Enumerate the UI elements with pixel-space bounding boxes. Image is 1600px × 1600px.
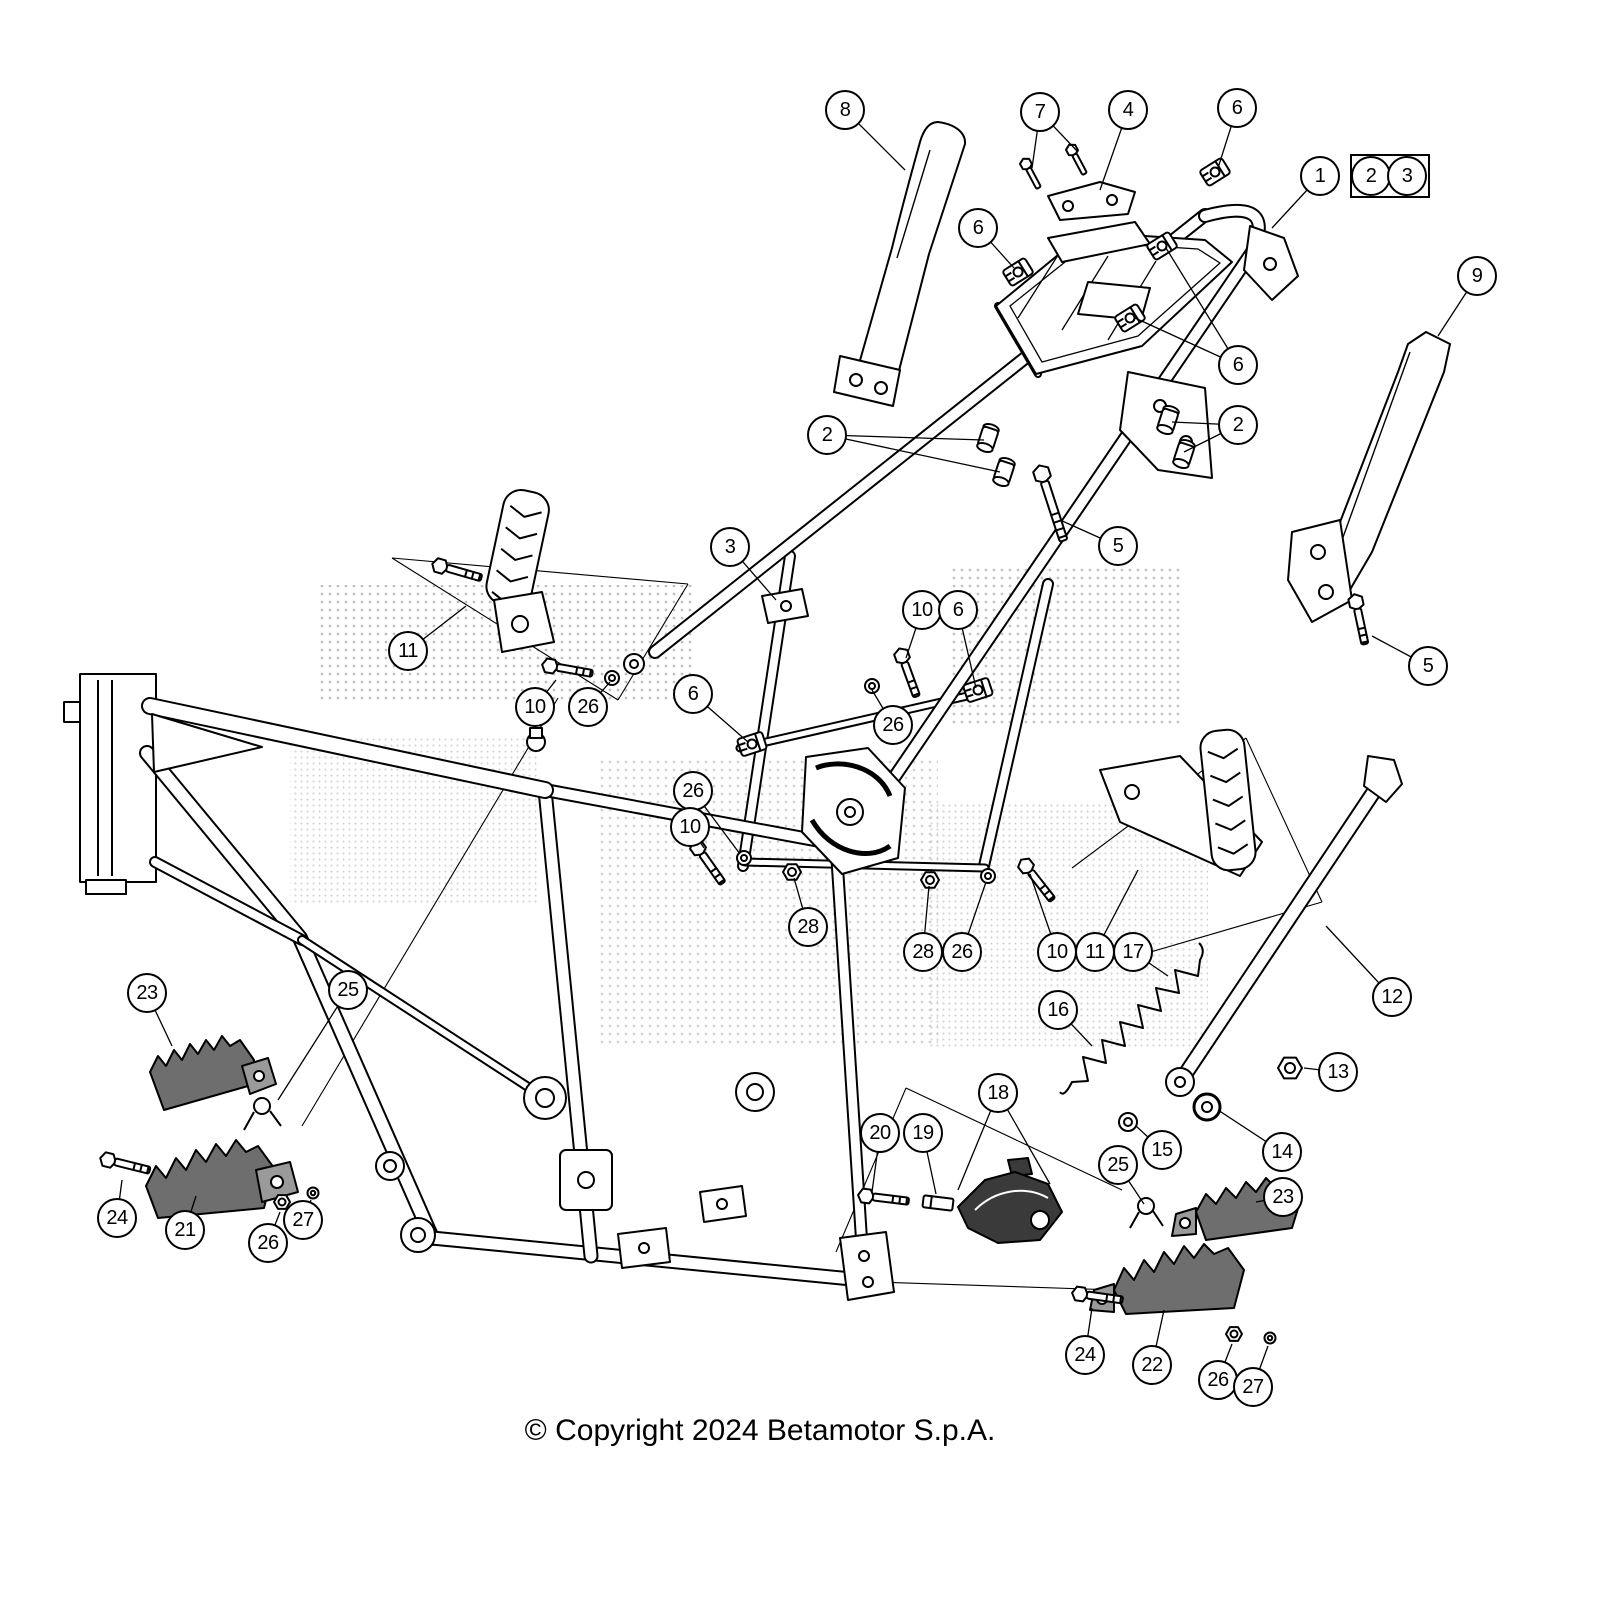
callout-11[interactable]: 11 xyxy=(388,631,428,671)
callout-2[interactable]: 2 xyxy=(1218,405,1258,445)
callout-2[interactable]: 2 xyxy=(1351,156,1391,196)
callout-26[interactable]: 26 xyxy=(673,771,713,811)
callout-5[interactable]: 5 xyxy=(1408,646,1448,686)
callout-26[interactable]: 26 xyxy=(1198,1360,1238,1400)
callout-22[interactable]: 22 xyxy=(1132,1345,1172,1385)
callout-15[interactable]: 15 xyxy=(1142,1130,1182,1170)
callout-10[interactable]: 10 xyxy=(670,807,710,847)
callout-24[interactable]: 24 xyxy=(1065,1335,1105,1375)
callout-26[interactable]: 26 xyxy=(942,932,982,972)
callout-3[interactable]: 3 xyxy=(1387,156,1427,196)
callout-6[interactable]: 6 xyxy=(673,674,713,714)
footpeg-left-front xyxy=(145,1139,299,1219)
callout-14[interactable]: 14 xyxy=(1262,1132,1302,1172)
callout-4[interactable]: 4 xyxy=(1108,90,1148,130)
bolts xyxy=(97,141,1373,1308)
passenger-footrest-left xyxy=(485,489,555,653)
callout-25[interactable]: 25 xyxy=(328,970,368,1010)
callout-28[interactable]: 28 xyxy=(903,932,943,972)
callout-6[interactable]: 6 xyxy=(1218,345,1258,385)
callout-13[interactable]: 13 xyxy=(1318,1052,1358,1092)
frame-mounts xyxy=(375,588,895,1301)
callout-21[interactable]: 21 xyxy=(165,1210,205,1250)
bracket-plate-4 xyxy=(1047,181,1136,221)
shock-linkage-bracket xyxy=(801,747,906,875)
callout-11[interactable]: 11 xyxy=(1075,932,1115,972)
grab-handle-right xyxy=(1287,331,1451,623)
callout-10[interactable]: 10 xyxy=(1037,932,1077,972)
callout-10[interactable]: 10 xyxy=(902,590,942,630)
callout-6[interactable]: 6 xyxy=(958,208,998,248)
grab-handle-left xyxy=(833,121,967,407)
chain-guide xyxy=(957,1157,1063,1244)
callout-24[interactable]: 24 xyxy=(97,1198,137,1238)
callout-6[interactable]: 6 xyxy=(938,590,978,630)
footpeg-left-rear xyxy=(149,1035,277,1111)
rear-rack xyxy=(995,221,1233,375)
callout-12[interactable]: 12 xyxy=(1372,977,1412,1017)
callout-3[interactable]: 3 xyxy=(710,527,750,567)
callout-20[interactable]: 20 xyxy=(860,1113,900,1153)
callout-23[interactable]: 23 xyxy=(127,973,167,1013)
main-frame xyxy=(139,697,880,1289)
callout-16[interactable]: 16 xyxy=(1038,990,1078,1030)
callout-1[interactable]: 1 xyxy=(1300,156,1340,196)
passenger-footrest-right xyxy=(1099,728,1263,877)
callout-8[interactable]: 8 xyxy=(825,90,865,130)
callout-17[interactable]: 17 xyxy=(1113,932,1153,972)
callout-26[interactable]: 26 xyxy=(873,705,913,745)
footpeg-right-front xyxy=(1089,1243,1245,1315)
footpeg-spring-right xyxy=(1129,1197,1164,1229)
callout-5[interactable]: 5 xyxy=(1098,526,1138,566)
side-stand-spring xyxy=(1059,942,1204,1095)
callout-25[interactable]: 25 xyxy=(1098,1145,1138,1185)
callout-10[interactable]: 10 xyxy=(515,687,555,727)
nuts-washers xyxy=(273,670,1303,1345)
callout-7[interactable]: 7 xyxy=(1020,92,1060,132)
callout-2[interactable]: 2 xyxy=(807,415,847,455)
callout-19[interactable]: 19 xyxy=(903,1113,943,1153)
footpeg-spring-left xyxy=(243,1097,282,1131)
callout-9[interactable]: 9 xyxy=(1457,256,1497,296)
callout-26[interactable]: 26 xyxy=(248,1223,288,1263)
callout-28[interactable]: 28 xyxy=(788,907,828,947)
callout-27[interactable]: 27 xyxy=(283,1200,323,1240)
copyright-text: © Copyright 2024 Betamotor S.p.A. xyxy=(524,1414,996,1447)
callout-6[interactable]: 6 xyxy=(1217,88,1257,128)
callout-26[interactable]: 26 xyxy=(568,687,608,727)
side-stand xyxy=(1165,755,1403,1097)
callout-18[interactable]: 18 xyxy=(978,1073,1018,1113)
callout-23[interactable]: 23 xyxy=(1263,1177,1303,1217)
callout-27[interactable]: 27 xyxy=(1233,1367,1273,1407)
